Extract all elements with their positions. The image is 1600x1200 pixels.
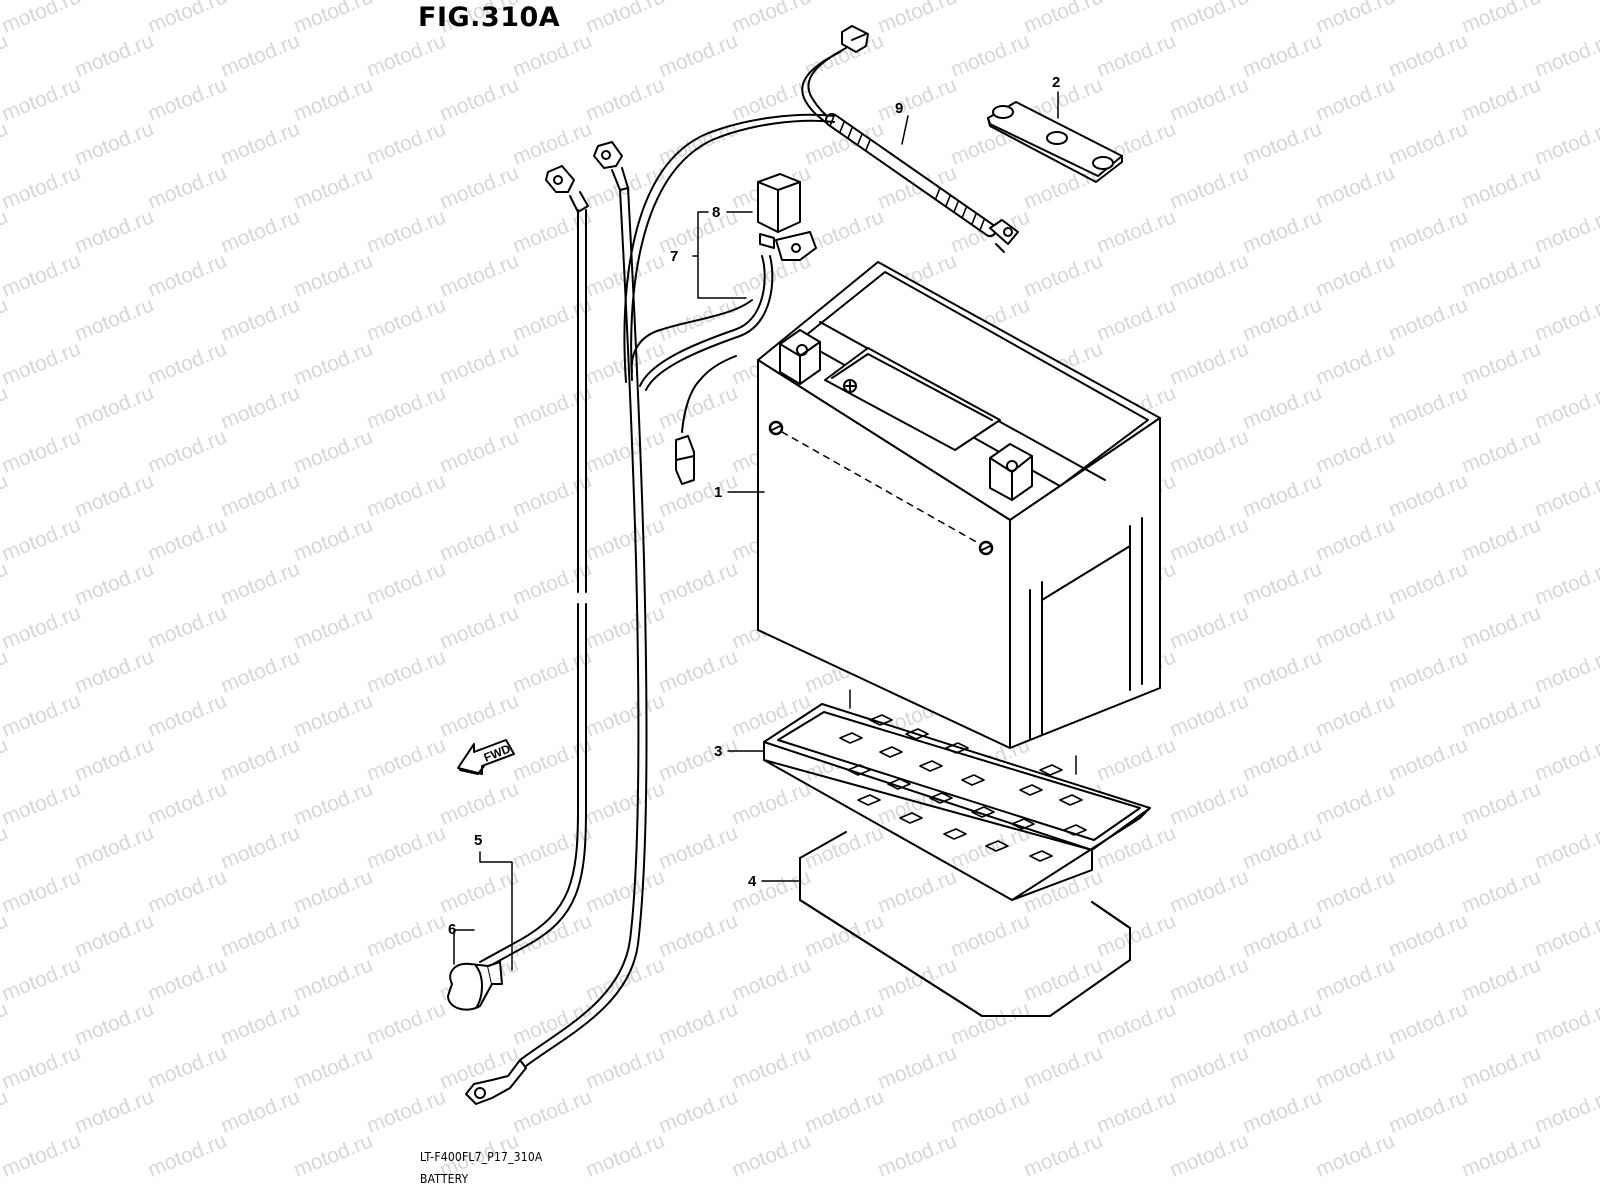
figure-code: LT-F400FL7_P17_310A — [420, 1150, 543, 1164]
starter-relay[interactable] — [757, 173, 817, 261]
callout-7: 7 — [670, 248, 679, 265]
negative-cable[interactable] — [447, 165, 589, 1011]
relay-sensor-lead[interactable] — [801, 25, 1019, 253]
terminal-plate[interactable] — [987, 101, 1123, 183]
callout-4: 4 — [748, 873, 757, 890]
callout-leaders — [453, 91, 1059, 971]
battery-tray[interactable] — [763, 703, 1151, 901]
figure-title: FIG.310A — [418, 2, 561, 33]
callout-6: 6 — [448, 921, 457, 938]
callout-1: 1 — [714, 484, 723, 501]
callout-2: 2 — [1052, 74, 1061, 91]
callout-5: 5 — [474, 832, 483, 849]
callout-3: 3 — [714, 743, 723, 760]
battery-positive-lead[interactable] — [623, 113, 835, 485]
callout-8: 8 — [712, 204, 721, 221]
fwd-arrow: FWD — [457, 739, 515, 775]
battery[interactable] — [757, 261, 1161, 775]
positive-cable[interactable] — [465, 141, 648, 1105]
figure-name: BATTERY — [420, 1172, 469, 1186]
callout-9: 9 — [895, 100, 904, 117]
battery-pad[interactable] — [799, 831, 1131, 1017]
